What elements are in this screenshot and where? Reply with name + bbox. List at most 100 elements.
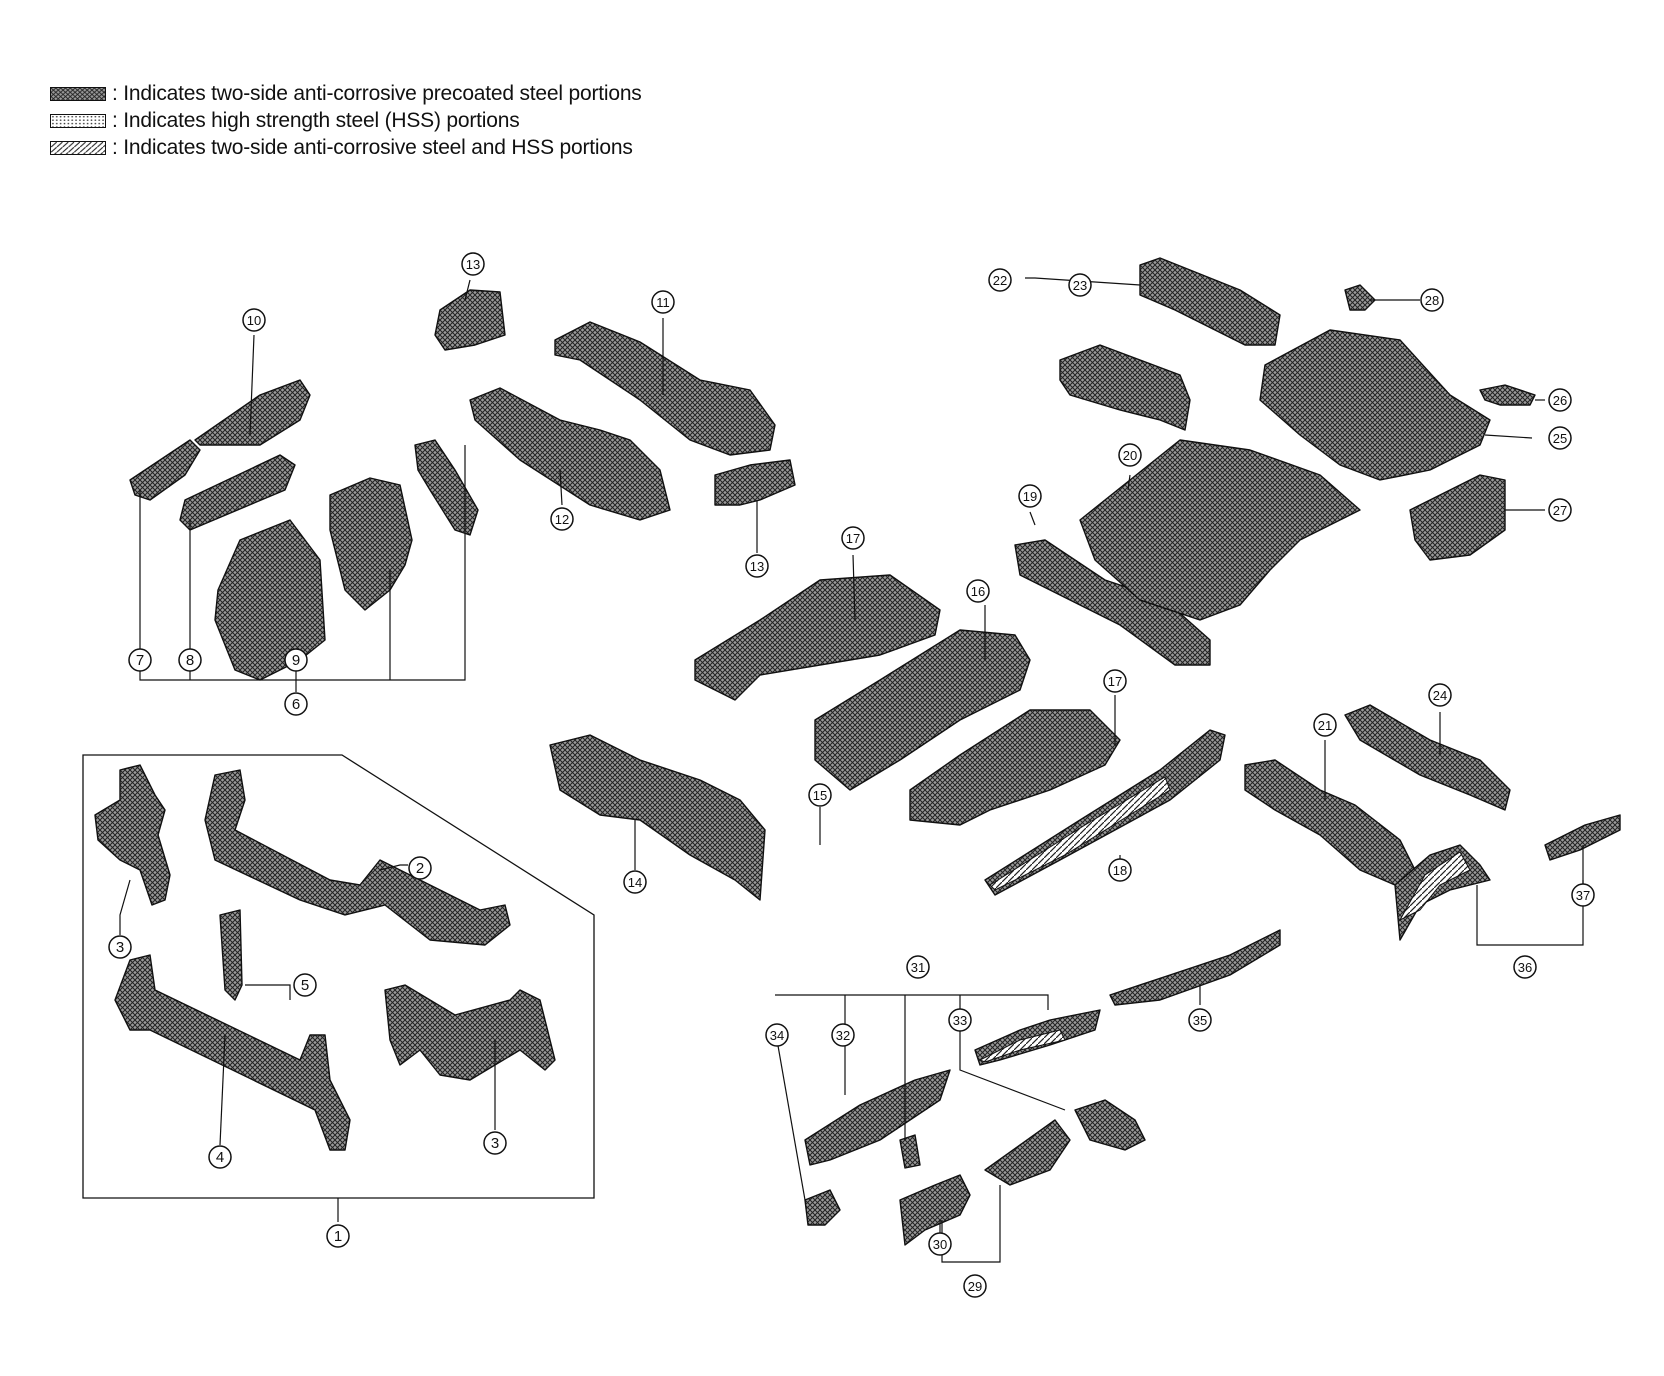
callout-35: 35 bbox=[1188, 1008, 1212, 1032]
callout-11: 11 bbox=[651, 290, 675, 314]
callout-number: 20 bbox=[1123, 448, 1137, 463]
callout-17: 17 bbox=[1103, 669, 1127, 693]
leader-line bbox=[464, 279, 471, 301]
part-strut-tower bbox=[329, 477, 413, 611]
callout-number: 3 bbox=[116, 939, 124, 956]
callout-number: 24 bbox=[1433, 688, 1447, 703]
callout-number: 33 bbox=[953, 1013, 967, 1028]
callout-number: 29 bbox=[968, 1279, 982, 1294]
callout-number: 1 bbox=[334, 1228, 342, 1245]
callout-number: 36 bbox=[1518, 960, 1532, 975]
callout-number: 7 bbox=[136, 652, 144, 669]
callout-number: 4 bbox=[216, 1149, 224, 1166]
callout-5: 5 bbox=[293, 973, 317, 997]
dots-swatch-icon bbox=[50, 113, 106, 128]
parts-layer bbox=[94, 257, 1621, 1246]
part-front-inner-upper-13a bbox=[434, 289, 506, 351]
part-front-side-member-12 bbox=[469, 387, 671, 521]
callout-number: 13 bbox=[466, 257, 480, 272]
part-dash-panel-14 bbox=[549, 734, 766, 901]
part-radiator-side-bar bbox=[219, 909, 243, 1001]
part-rear-bracket-26 bbox=[1479, 384, 1536, 406]
leader-line bbox=[852, 554, 856, 621]
leader-line bbox=[1484, 434, 1533, 439]
callout-number: 15 bbox=[813, 788, 827, 803]
leader-line bbox=[245, 984, 291, 1000]
callout-number: 32 bbox=[836, 1028, 850, 1043]
callout-number: 17 bbox=[846, 531, 860, 546]
part-rear-side-24 bbox=[1344, 704, 1511, 811]
hss-area-lower-part-33 bbox=[978, 1029, 1066, 1063]
callout-31: 31 bbox=[906, 955, 930, 979]
callout-32: 32 bbox=[831, 1023, 855, 1047]
part-lower-part-29b bbox=[984, 1119, 1071, 1186]
part-rear-panel-22 bbox=[1059, 344, 1191, 431]
callout-36: 36 bbox=[1513, 955, 1537, 979]
callout-number: 25 bbox=[1553, 431, 1567, 446]
callout-number: 10 bbox=[247, 313, 261, 328]
part-hoodledge-upper bbox=[194, 379, 311, 446]
legend-text: : Indicates high strength steel (HSS) po… bbox=[112, 108, 520, 132]
diagonal-swatch-icon bbox=[50, 140, 106, 155]
part-front-side-bracket-left bbox=[94, 764, 171, 906]
callout-20: 20 bbox=[1118, 443, 1142, 467]
callout-16: 16 bbox=[966, 579, 990, 603]
callout-number: 26 bbox=[1553, 393, 1567, 408]
callout-13: 13 bbox=[745, 554, 769, 578]
callout-number: 8 bbox=[186, 652, 194, 669]
callout-number: 22 bbox=[993, 273, 1007, 288]
legend-text: : Indicates two-side anti-corrosive prec… bbox=[112, 81, 642, 105]
callout-18: 18 bbox=[1108, 858, 1132, 882]
leader-line bbox=[1476, 845, 1584, 946]
callout-33: 33 bbox=[948, 1008, 972, 1032]
part-floor-front-17a bbox=[694, 574, 941, 701]
part-lower-part-32 bbox=[804, 1069, 951, 1166]
callout-3: 3 bbox=[483, 1131, 507, 1155]
part-lower-part-33b bbox=[1074, 1099, 1146, 1151]
leader-line bbox=[379, 864, 408, 871]
callout-number: 16 bbox=[971, 584, 985, 599]
legend-text: : Indicates two-side anti-corrosive stee… bbox=[112, 135, 633, 159]
callout-7: 7 bbox=[128, 648, 152, 672]
leader-line bbox=[249, 334, 255, 436]
callout-number: 12 bbox=[555, 512, 569, 527]
part-rear-floor-front-20 bbox=[1079, 439, 1361, 621]
callout-12: 12 bbox=[550, 507, 574, 531]
part-front-inner-lower-13b bbox=[714, 459, 796, 506]
part-wheelhouse-front bbox=[214, 519, 326, 681]
callout-number: 31 bbox=[911, 960, 925, 975]
part-rear-cross-member-23 bbox=[1139, 257, 1281, 346]
callout-13: 13 bbox=[461, 252, 485, 276]
part-hood-ledge-reinforcement bbox=[384, 984, 556, 1081]
callout-21: 21 bbox=[1313, 713, 1337, 737]
callout-number: 19 bbox=[1023, 489, 1037, 504]
callout-17: 17 bbox=[841, 526, 865, 550]
callout-number: 27 bbox=[1553, 503, 1567, 518]
callout-number: 35 bbox=[1193, 1013, 1207, 1028]
callout-10: 10 bbox=[242, 308, 266, 332]
part-rear-side-member-19 bbox=[1014, 539, 1211, 666]
part-rear-floor-rear-25 bbox=[1259, 329, 1491, 481]
part-rear-bracket-28 bbox=[1344, 284, 1376, 311]
callout-number: 34 bbox=[770, 1028, 784, 1043]
leader-line bbox=[775, 994, 1049, 1010]
callout-number: 23 bbox=[1073, 278, 1087, 293]
callout-number: 13 bbox=[750, 559, 764, 574]
part-floor-center-16 bbox=[814, 629, 1031, 791]
part-rear-bracket-37 bbox=[1544, 814, 1621, 861]
leader-line bbox=[1127, 474, 1131, 491]
callout-4: 4 bbox=[208, 1145, 232, 1169]
callout-23: 23 bbox=[1068, 273, 1092, 297]
part-front-side-member-11 bbox=[554, 321, 776, 456]
callout-14: 14 bbox=[623, 870, 647, 894]
callout-number: 11 bbox=[656, 295, 670, 310]
leader-line bbox=[219, 1034, 226, 1146]
callout-number: 18 bbox=[1113, 863, 1127, 878]
callout-number: 28 bbox=[1425, 293, 1439, 308]
front-assembly-group-box bbox=[82, 754, 595, 1199]
callout-number: 17 bbox=[1108, 674, 1122, 689]
callout-number: 3 bbox=[491, 1135, 499, 1152]
leader-line bbox=[1029, 511, 1036, 526]
